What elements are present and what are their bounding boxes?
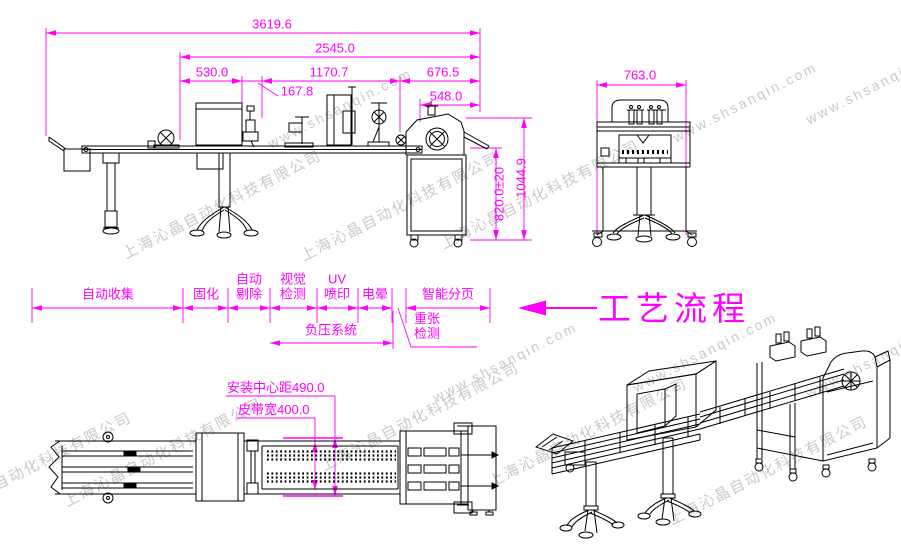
flow-section-vision-inspect: 视觉 检测 [279, 271, 307, 301]
isometric-view-drawing [534, 326, 891, 539]
top-view-drawing [48, 422, 500, 516]
side-view-drawing [48, 86, 490, 248]
dim-total-height: 1044.9 [513, 158, 529, 198]
dim-top-length: 548.0 [429, 88, 463, 104]
dim-collect-length: 530.0 [195, 64, 229, 80]
process-flow-ruler [31, 288, 491, 349]
flow-double-sheet-label: 重张 检测 [414, 311, 441, 341]
side-view-dimensions [45, 28, 532, 241]
flow-section-auto-collect: 自动收集 [81, 286, 135, 302]
front-view-drawing [592, 99, 697, 247]
dim-work-height: 820.0±20 [491, 166, 507, 222]
dim-center-distance: 安装中心距490.0 [227, 380, 325, 395]
dim-line-length: 2545.0 [315, 40, 355, 56]
flow-section-uv-print: UV 喷印 [323, 271, 351, 301]
dim-overall-length: 3619.6 [252, 16, 292, 32]
dim-mid-length: 1170.7 [309, 64, 349, 80]
flow-section-auto-reject: 自动 剔除 [235, 271, 263, 301]
dim-gap-length: 167.8 [280, 83, 314, 99]
flow-vacuum-system-label: 负压系统 [304, 322, 358, 338]
top-view-dimensions [226, 395, 343, 497]
process-flow-arrow [518, 300, 597, 316]
dim-right-length: 676.5 [426, 64, 460, 80]
dim-belt-width: 皮带宽400.0 [238, 402, 310, 417]
flow-section-corona: 电晕 [361, 286, 389, 302]
flow-section-smart-paging: 智能分页 [421, 286, 475, 302]
flow-section-curing: 固化 [192, 286, 220, 302]
process-flow-title: 工艺流程 [598, 289, 750, 328]
dim-front-width: 763.0 [623, 67, 657, 83]
